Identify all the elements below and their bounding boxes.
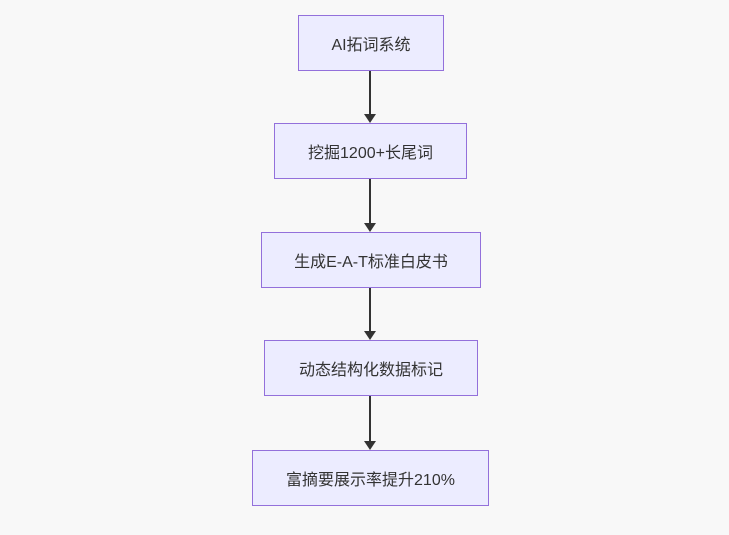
arrowhead-down-icon (364, 331, 376, 340)
node-label: 生成E-A-T标准白皮书 (294, 254, 448, 271)
flowchart-node-longtail-mining: 挖掘1200+长尾词 (274, 123, 467, 179)
edge-line (369, 179, 371, 223)
flowchart-node-ai-keyword-system: AI拓词系统 (298, 15, 444, 71)
flowchart-edge-3 (364, 288, 376, 340)
flowchart-edge-2 (364, 179, 376, 232)
node-label: 动态结构化数据标记 (298, 362, 443, 379)
node-label: AI拓词系统 (331, 37, 411, 54)
flowchart-edge-4 (364, 396, 376, 450)
flowchart-node-structured-data-markup: 动态结构化数据标记 (264, 340, 478, 396)
edge-line (369, 288, 371, 331)
arrowhead-down-icon (364, 114, 376, 123)
edge-line (369, 396, 371, 441)
edge-line (369, 71, 371, 114)
node-label: 挖掘1200+长尾词 (308, 145, 433, 162)
flowchart-node-rich-snippet-result: 富摘要展示率提升210% (252, 450, 489, 506)
arrowhead-down-icon (364, 223, 376, 232)
node-label: 富摘要展示率提升210% (286, 472, 455, 489)
flowchart-edge-1 (364, 71, 376, 123)
arrowhead-down-icon (364, 441, 376, 450)
flowchart-node-eat-whitepaper: 生成E-A-T标准白皮书 (261, 232, 481, 288)
